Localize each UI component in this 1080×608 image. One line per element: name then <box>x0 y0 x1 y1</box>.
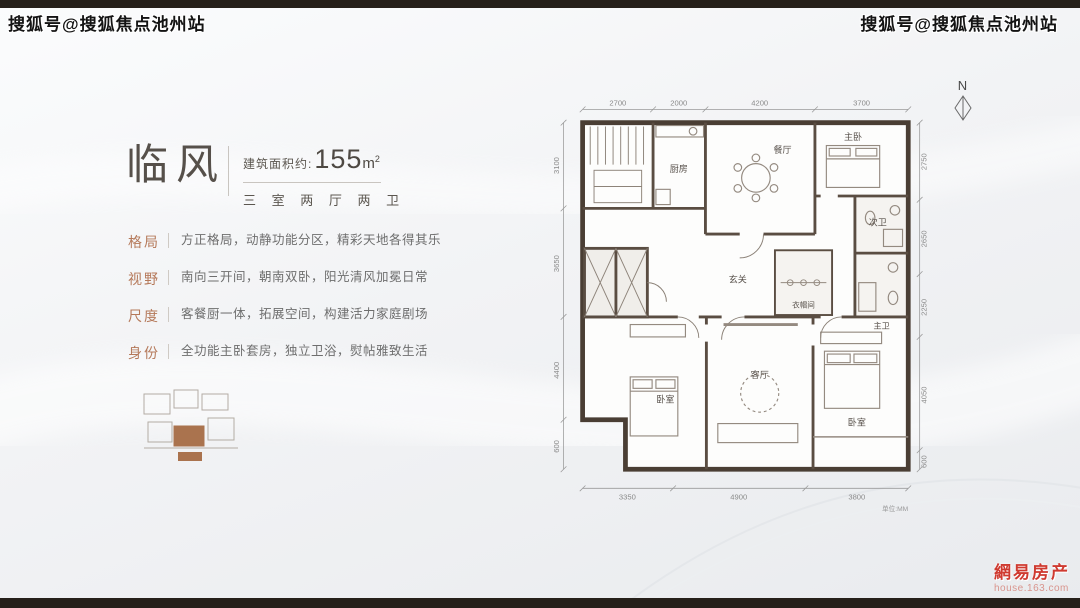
room-label-living: 客厅 <box>751 369 769 380</box>
room-label-second-bath: 次卫 <box>869 217 887 228</box>
room-label-closet: 衣帽间 <box>792 299 815 309</box>
svg-text:2750: 2750 <box>919 153 928 170</box>
feature-row-view: 视野 南向三开间，朝南双卧，阳光清风加冕日常 <box>128 269 441 289</box>
feature-row-identity: 身份 全功能主卧套房，独立卫浴，熨帖雅致生活 <box>128 343 441 363</box>
feature-label: 身份 <box>128 345 160 361</box>
svg-text:2250: 2250 <box>919 299 928 316</box>
top-edge-bar <box>0 0 1080 8</box>
locator-diagram <box>143 389 238 461</box>
door-swings <box>647 234 842 340</box>
exterior-walls <box>580 120 911 472</box>
feature-label: 格局 <box>128 234 160 250</box>
feature-text: 客餐厨一体，拓展空间，构建活力家庭剧场 <box>181 307 429 321</box>
feature-text: 全功能主卧套房，独立卫浴，熨帖雅致生活 <box>181 344 429 358</box>
room-label-bedroom-left: 卧室 <box>656 394 674 405</box>
room-label-foyer: 玄关 <box>729 274 747 285</box>
dimension-labels: 2700 2000 4200 3700 3350 4900 3800 3100 … <box>552 99 929 502</box>
unit-name: 临风 <box>126 140 227 189</box>
feature-bar <box>168 344 169 359</box>
svg-text:3650: 3650 <box>552 255 561 272</box>
room-label-kitchen: 厨房 <box>670 163 688 174</box>
svg-text:600: 600 <box>919 455 928 468</box>
locator-tag <box>178 452 202 461</box>
title-divider <box>228 146 230 196</box>
compass-n-label: N <box>957 78 969 93</box>
feature-text: 方正格局，动静功能分区，精彩天地各得其乐 <box>181 233 442 247</box>
svg-text:4050: 4050 <box>919 387 928 404</box>
unit-info: 建筑面积约: 155 m2 三 室 两 厅 两 卫 <box>243 142 405 209</box>
feature-bar <box>168 233 169 248</box>
svg-text:2700: 2700 <box>609 99 626 108</box>
area-divider-line <box>243 182 382 183</box>
stairs <box>589 126 645 204</box>
scale-note: 单位:MM <box>882 504 908 513</box>
feature-list: 格局 方正格局，动静功能分区，精彩天地各得其乐 视野 南向三开间，朝南双卧，阳光… <box>128 232 441 380</box>
feature-row-layout: 格局 方正格局，动静功能分区，精彩天地各得其乐 <box>128 232 441 252</box>
rooms-summary: 三 室 两 厅 两 卫 <box>243 193 406 208</box>
svg-text:4200: 4200 <box>751 99 768 108</box>
feature-label: 视野 <box>128 271 160 287</box>
svg-text:3350: 3350 <box>619 493 636 502</box>
compass-icon <box>954 95 972 121</box>
watermark-top-left: 搜狐号@搜狐焦点池州站 <box>8 15 206 34</box>
room-label-dining: 餐厅 <box>774 144 792 155</box>
feature-bar <box>168 307 169 322</box>
closet-hangers <box>780 279 827 286</box>
feature-text: 南向三开间，朝南双卧，阳光清风加冕日常 <box>181 270 429 284</box>
unit-title-block: 临风 建筑面积约: 155 m2 三 室 两 厅 两 卫 <box>126 140 405 209</box>
svg-text:3800: 3800 <box>848 493 865 502</box>
compass: N <box>948 78 978 128</box>
feature-bar <box>168 270 169 285</box>
dimension-lines <box>560 106 923 492</box>
bottom-edge-bar <box>0 598 1080 608</box>
floor-plan: 厨房 餐厅 主卧 次卫 玄关 衣帽间 主卫 卧室 客厅 卧室 2700 2000… <box>552 99 929 514</box>
svg-text:2650: 2650 <box>919 230 928 247</box>
svg-text:600: 600 <box>552 440 561 453</box>
brand-site: house.163.com <box>994 582 1069 594</box>
area-prefix: 建筑面积约: <box>243 157 313 171</box>
room-label-master-bath: 主卫 <box>874 320 890 330</box>
brand-footer: 網易房产 house.163.com <box>994 563 1070 594</box>
locator-highlight-unit <box>173 425 205 447</box>
area-unit: m2 <box>362 154 380 172</box>
feature-row-scale: 尺度 客餐厨一体，拓展空间，构建活力家庭剧场 <box>128 306 441 326</box>
watermark-top-right: 搜狐号@搜狐焦点池州站 <box>860 15 1058 34</box>
furniture <box>629 124 909 444</box>
svg-text:4900: 4900 <box>730 493 747 502</box>
feature-label: 尺度 <box>128 308 160 324</box>
elevator-shaft-marks <box>584 248 648 318</box>
closet <box>773 249 834 316</box>
svg-text:3700: 3700 <box>853 99 870 108</box>
room-label-master-bedroom: 主卧 <box>844 131 862 142</box>
room-labels: 厨房 餐厅 主卧 次卫 玄关 衣帽间 主卫 卧室 客厅 卧室 <box>656 131 889 428</box>
svg-text:2000: 2000 <box>670 99 687 108</box>
area-number: 155 <box>314 144 363 174</box>
svg-text:3100: 3100 <box>552 157 561 174</box>
svg-text:4400: 4400 <box>552 362 561 379</box>
room-label-bedroom-right: 卧室 <box>848 416 866 427</box>
brand-name: 網易房产 <box>994 562 1070 582</box>
